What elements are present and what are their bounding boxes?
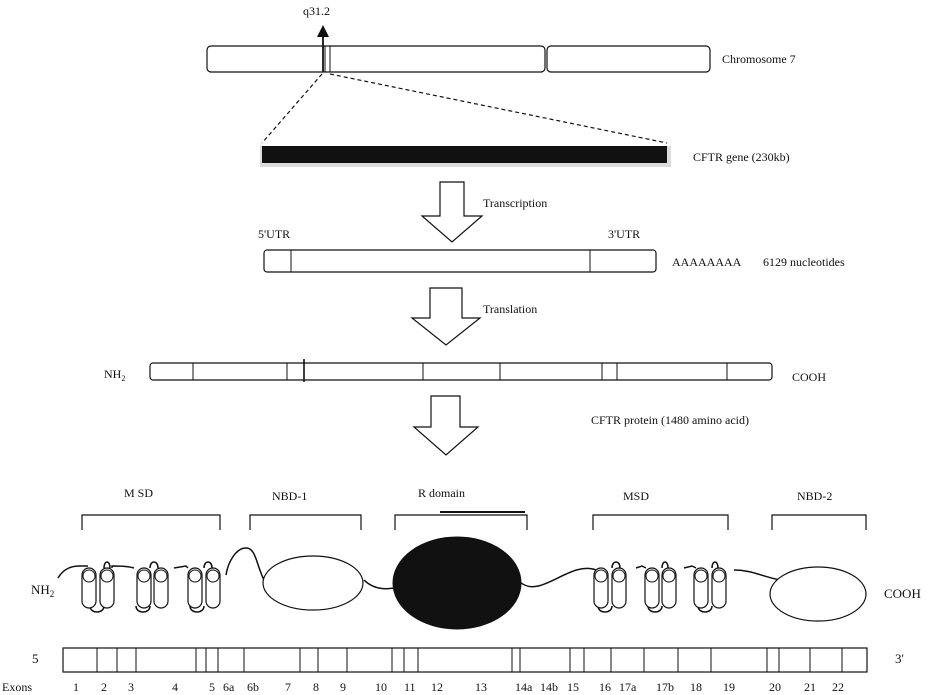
translation-arrow [410,287,482,346]
exon-labels: 1 2 3 4 5 6a 6b 7 8 9 10 11 12 13 14a 14… [73,680,844,694]
protein-bar [149,359,773,382]
domain-label-nbd1: NBD-1 [272,489,307,503]
exon-label: 10 [375,680,387,694]
protein-cooh-label: COOH [792,370,826,384]
exon-label: 18 [690,680,702,694]
structure-cooh-label: COOH [884,586,921,601]
exon-label: 17b [656,680,674,694]
exon-label: 8 [313,680,319,694]
protein-nh2-label: NH2 [104,367,125,383]
polya-tail: AAAAAAAA [672,255,742,269]
exon-label: 22 [832,680,844,694]
exon-label: 4 [172,680,178,694]
exon-label: 14a [515,680,533,694]
exon-label: 1 [73,680,79,694]
nbd2-domain [769,566,867,622]
exon-label: 14b [540,680,558,694]
chromosome-label: Chromosome 7 [722,52,796,66]
msd2-helix-caps [594,569,726,583]
exon-bar-3prime: 3' [895,651,904,666]
chromosome-7 [206,45,711,73]
exon-label: 15 [567,680,579,694]
exon-label: 3 [128,680,134,694]
cftr-gene-bar [262,146,667,163]
translation-label: Translation [483,302,537,316]
exon-label: 12 [431,680,443,694]
domain-label-r: R domain [418,486,465,500]
exon-label: 19 [723,680,735,694]
exon-bar-5prime: 5 [32,651,39,666]
exon-label: 2 [101,680,107,694]
exon-label: 11 [404,680,416,694]
domain-label-msd2: MSD [623,489,649,503]
exon-label: 9 [340,680,346,694]
utr3-label: 3'UTR [608,227,640,241]
exon-label: 7 [285,680,291,694]
gene-label: CFTR gene (230kb) [693,150,790,164]
exon-label: 6b [247,680,259,694]
exon-label: 6a [223,680,235,694]
domain-label-msd1: M SD [124,486,153,500]
locus-arrow [317,25,329,72]
exon-label: 16 [599,680,611,694]
exon-label: 17a [619,680,637,694]
domain-brackets [81,511,867,530]
transcription-label: Transcription [483,196,547,210]
msd1-helix-caps [82,569,220,583]
exon-label: 21 [804,680,816,694]
protein-arrow [412,395,480,456]
protein-label: CFTR protein (1480 amino acid) [591,413,749,427]
exon-bar [62,647,868,673]
exon-label: 20 [769,680,781,694]
exons-title: Exons [2,680,32,694]
structure-nh2-label: NH2 [31,582,54,599]
protein-backbone [57,547,781,613]
nbd1-domain [262,555,364,611]
domain-label-nbd2: NBD-2 [797,489,832,503]
zoom-lines [261,73,668,144]
utr5-label: 5'UTR [258,227,290,241]
locus-label: q31.2 [303,4,330,18]
transcription-arrow [420,181,484,243]
exon-label: 13 [475,680,487,694]
exon-label: 5 [209,680,215,694]
mrna-length-label: 6129 nucleotides [763,255,845,269]
r-domain [392,536,522,630]
mrna-bar [263,249,657,273]
